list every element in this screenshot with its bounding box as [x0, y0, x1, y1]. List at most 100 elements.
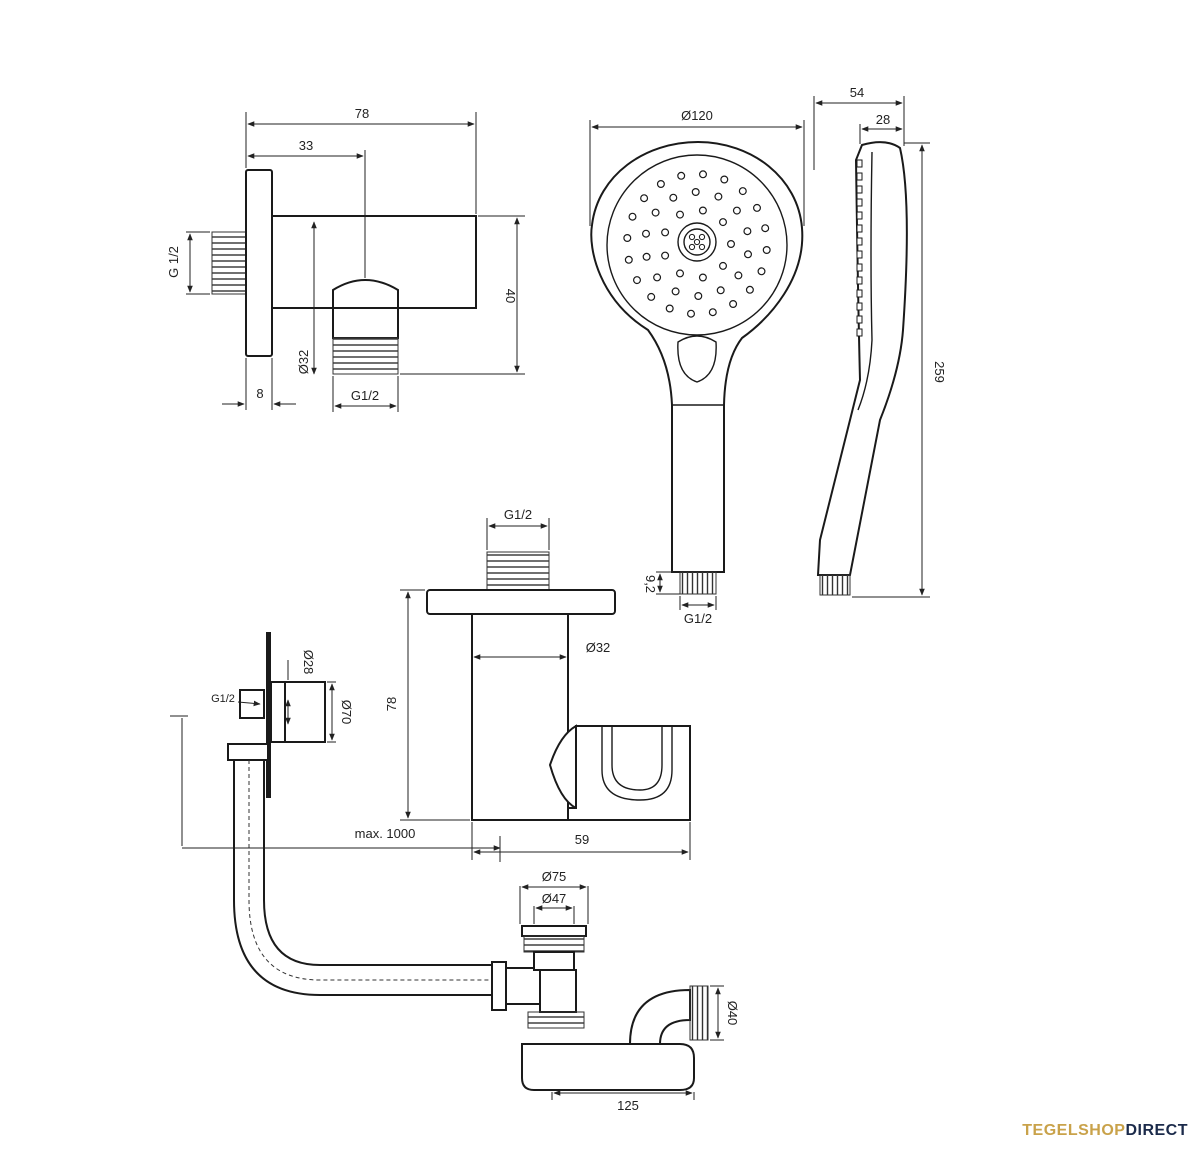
wall-outlet-flange [245, 169, 273, 357]
nozzle [677, 171, 686, 180]
holder-thread [486, 551, 550, 591]
nozzle [762, 246, 771, 255]
center-nozzle [698, 233, 706, 241]
side-nozzle [856, 315, 863, 324]
drain-overflow-elbow [227, 743, 269, 761]
dim-wall-outlet-length: 78 [355, 106, 369, 121]
dim-holder-thread: G1/2 [504, 507, 532, 522]
nozzle [640, 194, 649, 203]
side-nozzle [856, 211, 863, 220]
dim-drain-outer: Ø70 [339, 700, 354, 725]
center-nozzle [688, 243, 696, 251]
wall-outlet-dome [332, 279, 399, 308]
holder-cradle [601, 726, 673, 801]
nozzle [718, 261, 727, 270]
dim-hand-shower-length: 259 [932, 361, 947, 383]
nozzle [665, 304, 674, 313]
dim-hand-shower-thread: G1/2 [684, 611, 712, 626]
drain-trap [521, 1043, 695, 1091]
drain-pipe [233, 759, 493, 996]
wall-outlet-neck [332, 307, 399, 339]
dim-hand-shower-top: 28 [876, 112, 890, 127]
nozzle [623, 234, 632, 243]
dim-drain-thread: G1/2 [211, 693, 235, 705]
dim-wall-outlet-outlet: G1/2 [351, 388, 379, 403]
wall-outlet-drawing: 78 33 G 1/2 40 Ø32 8 G1/2 [166, 106, 525, 412]
nozzle [718, 218, 727, 227]
drain-outlet-thread [689, 985, 709, 1041]
holder-body [471, 613, 569, 821]
logo-part-2: DIRECT [1125, 1122, 1188, 1139]
side-nozzle [856, 159, 863, 168]
drain-standpipe [539, 969, 577, 1013]
wall-outlet-outlet-thread [332, 337, 399, 375]
nozzle [708, 308, 717, 317]
side-nozzle [856, 328, 863, 337]
nozzle [698, 206, 707, 215]
dim-drain-trap: 125 [617, 1098, 639, 1113]
nozzle [628, 212, 637, 221]
dim-drain-pipe: Ø40 [725, 1001, 740, 1026]
dim-holder-diameter: Ø32 [586, 640, 611, 655]
drain-plug [521, 925, 587, 937]
drain-pipe-nut [491, 961, 507, 1011]
hand-shower-side-drawing: 54 28 259 [813, 85, 947, 598]
nozzle [656, 180, 665, 189]
drain-plug-thread [523, 935, 585, 953]
holder-clip-hinge [548, 724, 577, 810]
nozzle [691, 188, 700, 197]
nozzle [752, 203, 761, 212]
nozzle [686, 309, 695, 318]
nozzle [738, 187, 747, 196]
nozzle [671, 287, 680, 296]
dim-wall-outlet-thread: G 1/2 [166, 246, 181, 278]
nozzle [675, 210, 684, 219]
nozzle [732, 206, 741, 215]
hand-shower-nozzles [623, 170, 771, 318]
dim-drain-plug-inner: Ø47 [542, 891, 567, 906]
dim-drain-plug: Ø75 [542, 869, 567, 884]
nozzle [761, 224, 770, 233]
drain-pipe-connector [505, 967, 541, 1005]
hand-shower-face [606, 154, 788, 336]
side-nozzle [856, 185, 863, 194]
nozzle [757, 267, 766, 276]
side-nozzle [856, 198, 863, 207]
side-nozzle [856, 263, 863, 272]
hand-shower-outline [590, 140, 804, 573]
nozzle [716, 286, 725, 295]
nozzle [647, 292, 656, 301]
nozzle [714, 192, 723, 201]
nozzle [743, 250, 752, 259]
center-nozzle [698, 243, 706, 251]
drain-body [533, 951, 575, 971]
side-nozzle [856, 172, 863, 181]
dim-wall-outlet-flange: 8 [256, 386, 263, 401]
nozzle [632, 276, 641, 285]
dim-holder-height: 78 [384, 697, 399, 711]
hand-shower-side-thread [819, 574, 851, 596]
dim-holder-width: 59 [575, 832, 589, 847]
nozzle [698, 273, 707, 282]
side-nozzle [856, 237, 863, 246]
side-nozzle [856, 224, 863, 233]
drain-overflow-coupling [239, 689, 265, 719]
nozzle [675, 269, 684, 278]
drain-overflow-rosette [270, 681, 286, 743]
hand-shower-center-ring [677, 222, 717, 262]
hand-shower-front-drawing: Ø120 9,2 G1/2 [589, 108, 805, 626]
nozzle [624, 255, 633, 264]
dim-hand-shower-end: 9,2 [643, 575, 658, 593]
side-nozzle [856, 276, 863, 285]
nozzle [720, 175, 729, 184]
dim-wall-outlet-diameter: Ø32 [296, 350, 311, 375]
drain-wall-plate [266, 632, 271, 798]
nozzle [726, 240, 735, 249]
dim-wall-outlet-center: 33 [299, 138, 313, 153]
hand-shower-side-nozzles [856, 159, 863, 337]
drain-trap-elbow [628, 988, 691, 1045]
center-nozzle [688, 233, 696, 241]
nozzle [745, 285, 754, 294]
hand-shower-thread [679, 571, 717, 595]
